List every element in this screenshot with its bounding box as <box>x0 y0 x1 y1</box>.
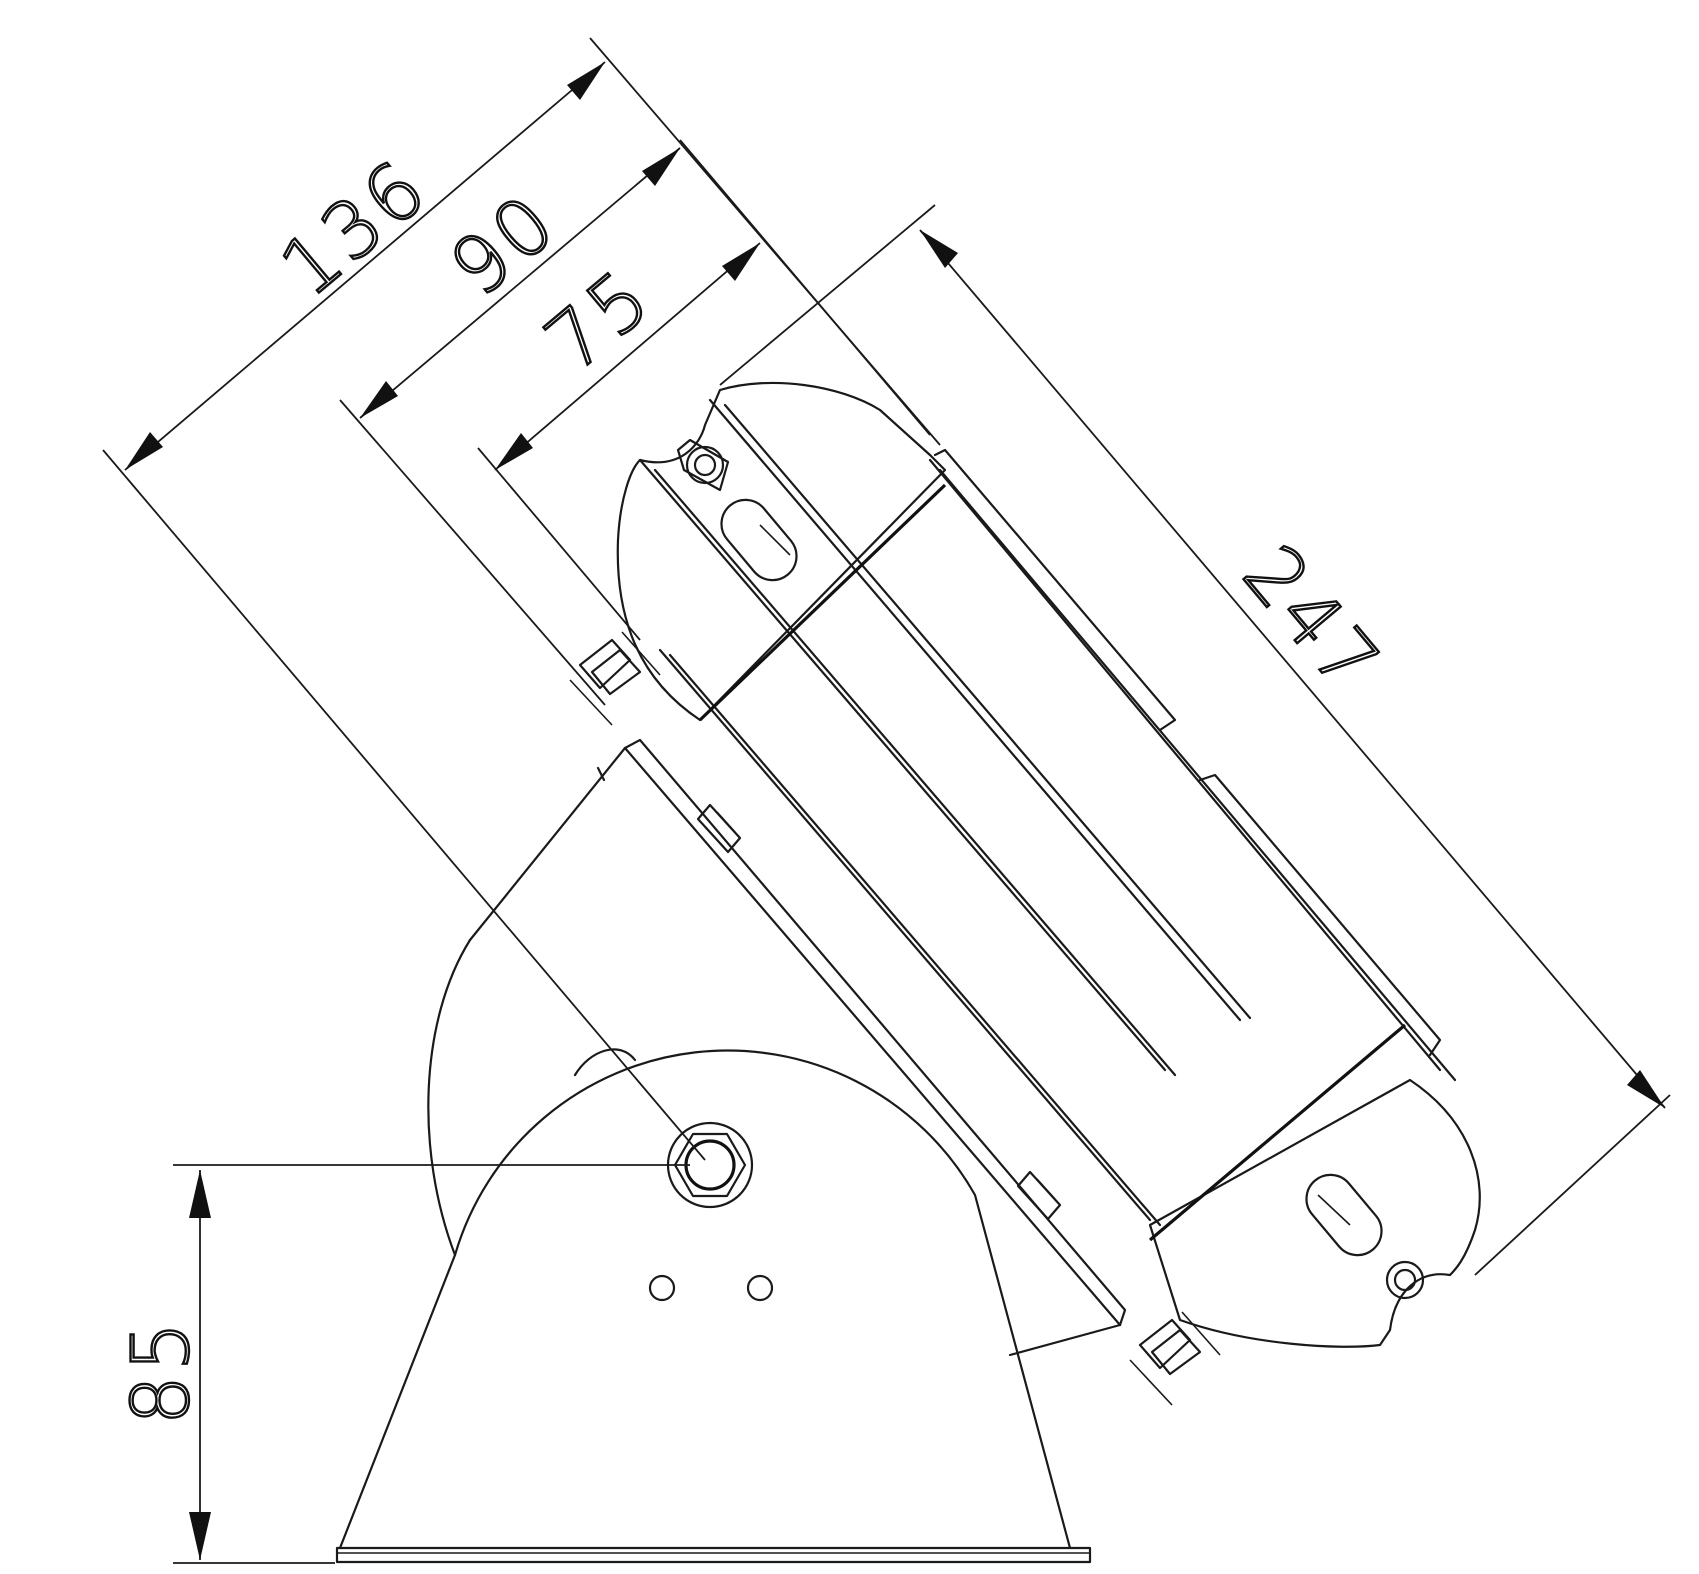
dimension-85: 85 <box>116 1164 690 1564</box>
mount-hole-right <box>746 1274 774 1302</box>
base-bracket <box>335 1049 1092 1564</box>
dimension-247: 247 <box>719 204 1671 1276</box>
slot-bottom <box>1305 1173 1383 1257</box>
slot-top <box>720 498 798 582</box>
dim-75-label: 75 <box>529 252 669 390</box>
side-bolt-lower <box>1129 1311 1221 1406</box>
luminaire-body <box>427 381 1481 1406</box>
screw-bottom <box>1385 1260 1425 1300</box>
flange-bolt-lower <box>1016 1170 1062 1221</box>
dim-136-label: 136 <box>264 142 445 314</box>
screw-top <box>676 438 730 492</box>
end-cap-top <box>616 381 947 722</box>
bracket-body <box>338 1049 1072 1550</box>
flange-bolt-upper <box>696 803 742 854</box>
side-bolt-upper <box>569 631 661 726</box>
base-plate <box>335 1546 1092 1564</box>
dim-85-label: 85 <box>117 1318 207 1425</box>
mount-hole-left <box>648 1274 676 1302</box>
dim-90-label: 90 <box>434 177 574 315</box>
end-cap-bottom <box>1148 1078 1481 1348</box>
